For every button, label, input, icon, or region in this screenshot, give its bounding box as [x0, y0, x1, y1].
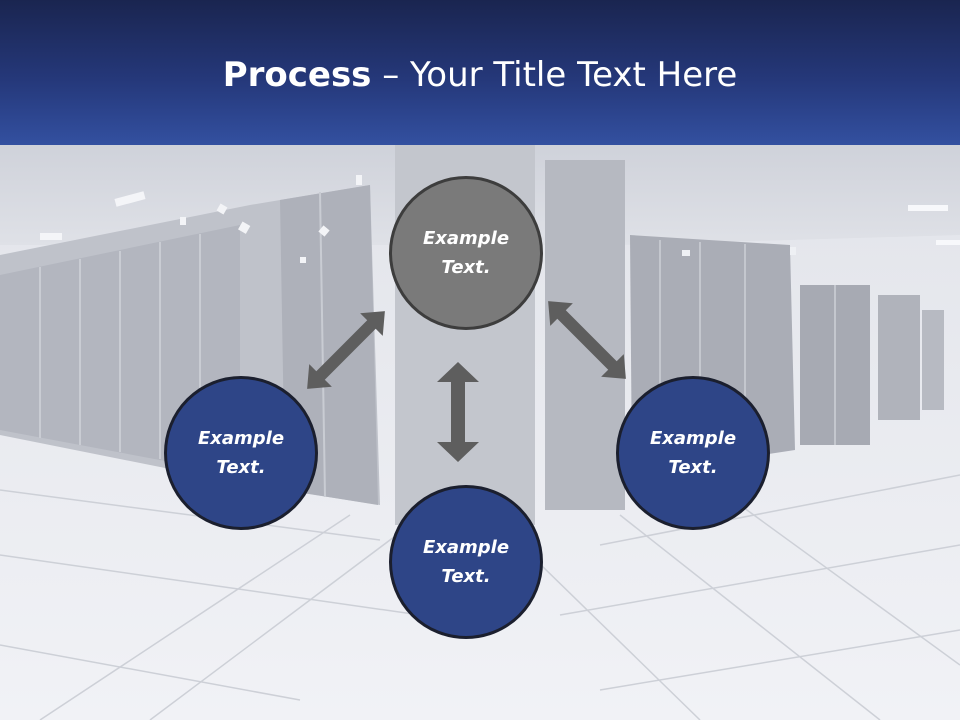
node-label-line1: Example	[422, 228, 510, 249]
node-label-line1: Example	[649, 428, 737, 449]
slide-title: Process – Your Title Text Here	[0, 52, 960, 98]
node-label: Example Text.	[406, 533, 526, 591]
title-bold-text: Process	[222, 55, 372, 95]
node-label-line1: Example	[197, 428, 285, 449]
node-label-line2: Text.	[441, 257, 491, 278]
node-label-line2: Text.	[441, 566, 491, 587]
node-label-line1: Example	[422, 537, 510, 558]
title-bar: Process – Your Title Text Here	[0, 0, 960, 145]
process-node-bottom: Example Text.	[389, 485, 543, 639]
node-label: Example Text.	[406, 224, 526, 282]
node-label: Example Text.	[633, 424, 753, 482]
process-node-left: Example Text.	[164, 376, 318, 530]
title-rest-text: – Your Title Text Here	[371, 55, 738, 95]
process-node-right: Example Text.	[616, 376, 770, 530]
node-label: Example Text.	[181, 424, 301, 482]
node-label-line2: Text.	[668, 457, 718, 478]
node-label-line2: Text.	[216, 457, 266, 478]
process-node-top: Example Text.	[389, 176, 543, 330]
